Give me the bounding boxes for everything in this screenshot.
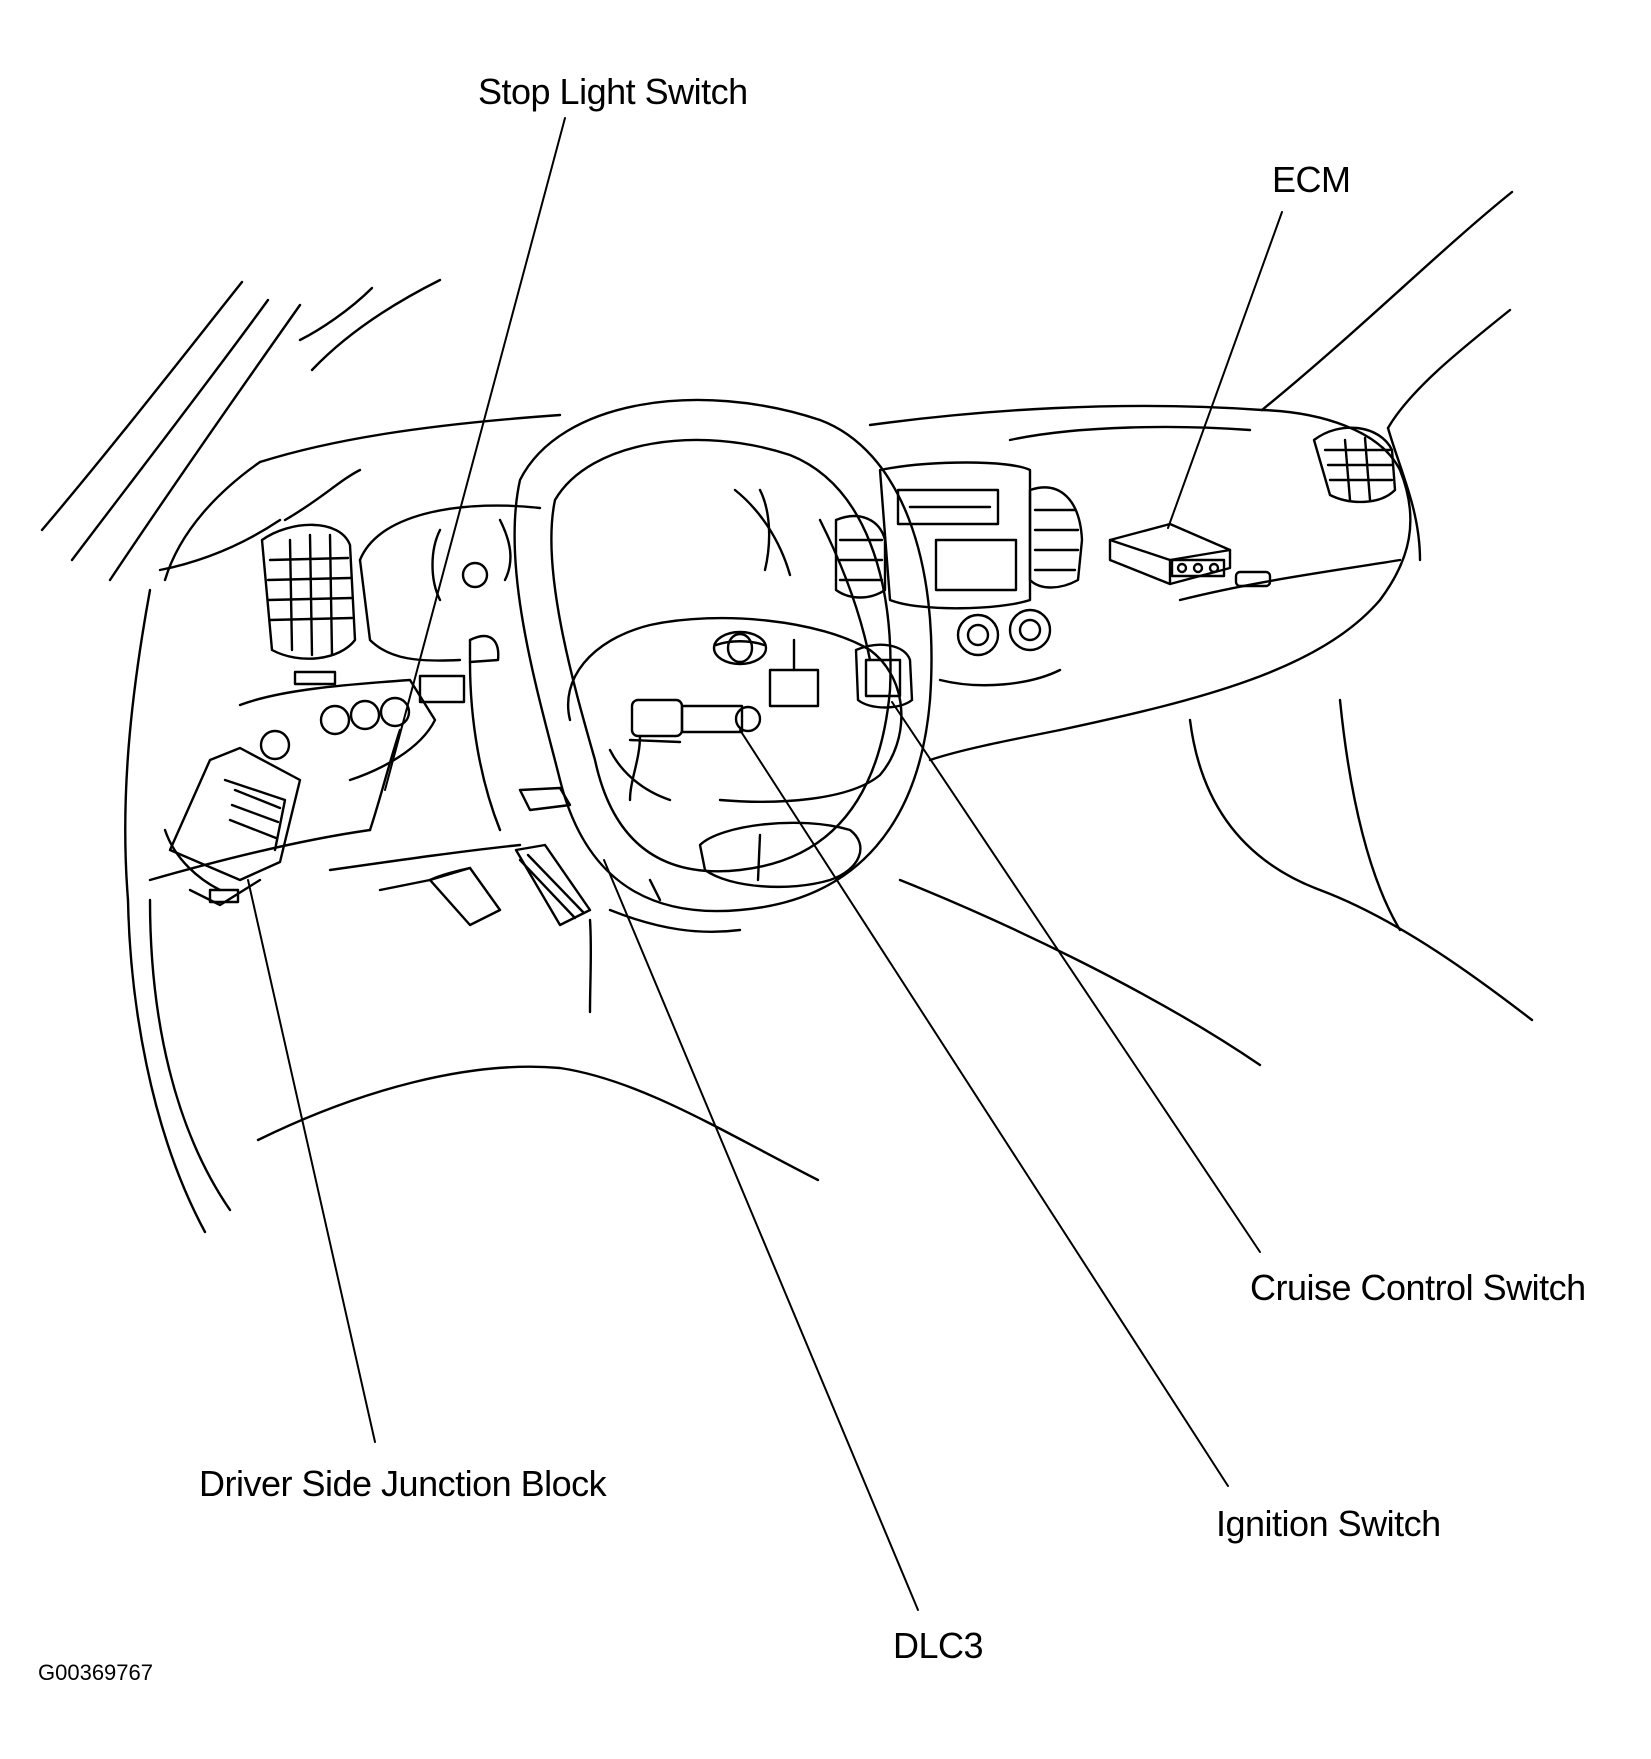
pedals [378,786,592,927]
leader-dlc3 [603,859,919,1611]
left-air-vent [260,523,357,686]
leader-stop-light-switch [384,117,566,791]
ecm-box [1108,522,1272,588]
steering-wheel [513,398,933,933]
right-door-lines [1260,190,1514,562]
cruise-control-switch-label: Cruise Control Switch [1250,1267,1586,1308]
leader-ignition-switch [739,729,1229,1487]
a-pillar-lines [40,278,442,1234]
stop-light-switch-label: Stop Light Switch [478,71,748,112]
leader-driver-side-junction-block [247,879,376,1443]
leader-lines [247,117,1283,1611]
right-air-vent [1312,426,1397,504]
center-console [834,461,1084,687]
figure-code: G00369767 [38,1660,153,1685]
lower-dash-right [898,558,1534,1067]
ecm-label: ECM [1272,159,1351,200]
ignition-switch-assembly [628,698,762,802]
floor-lines [256,918,820,1182]
lower-dash-left [148,634,522,907]
driver-side-junction-block-label: Driver Side Junction Block [199,1463,607,1504]
cruise-control-switch-body [768,638,914,709]
leader-ecm [1167,211,1283,529]
leader-cruise-control-switch [891,701,1261,1253]
ignition-switch-label: Ignition Switch [1216,1503,1441,1544]
dlc3-label: DLC3 [893,1625,984,1666]
instrument-cluster [358,488,872,662]
